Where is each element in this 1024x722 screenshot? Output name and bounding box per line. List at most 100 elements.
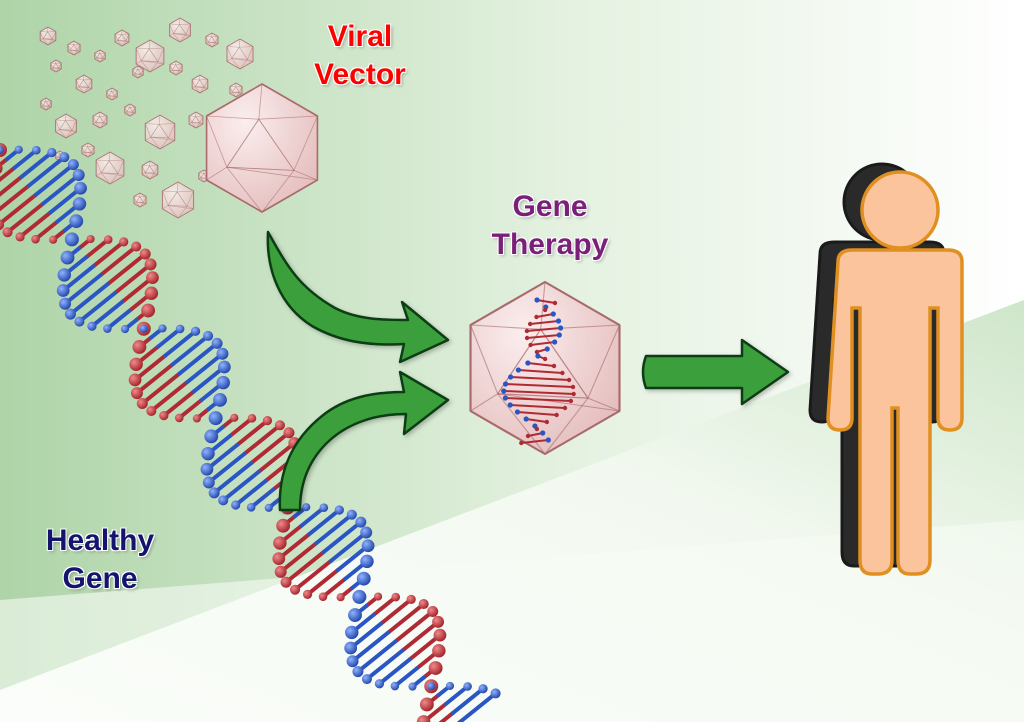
dna-node-blue [60,250,75,265]
small-capsid-icon [191,74,209,94]
dna-rung-red [0,183,31,212]
small-capsid-edge [125,33,130,41]
small-capsid-edge [159,137,169,150]
inner-dna-node [519,440,524,446]
inner-dna-node [552,300,558,306]
small-capsid-icon [40,97,52,111]
inner-dna-rung [530,320,559,325]
small-capsid-edge [65,130,73,139]
dna-node-red [432,615,445,628]
dna-node-blue [390,681,400,691]
inner-dna-node [545,437,551,443]
small-capsid-edge [168,205,194,210]
dna-node-blue [264,503,273,512]
small-capsid-edge [148,39,151,49]
dna-rung-blue [26,155,67,188]
small-capsid-edge [191,122,197,129]
inner-dna-node [544,419,550,425]
small-capsid-edge [71,119,77,131]
small-capsid-edge [232,91,243,94]
dna-rung-red [149,380,189,413]
small-capsid-edge [169,33,174,37]
small-capsid-icon [205,32,219,48]
therapy-capsid-edge [470,324,499,394]
small-capsid-edge [73,50,78,56]
inner-dna-helix-icon [501,297,576,446]
inner-dna-node [514,409,521,415]
small-capsid-edge [108,95,113,101]
small-capsid-edge [141,60,164,65]
dna-node-red [119,237,129,247]
dna-rung-red [105,251,148,287]
small-capsid-icon [94,49,106,63]
inner-dna-rung [517,411,557,416]
dna-node-red [419,697,434,712]
small-capsid-edge [159,123,175,125]
therapy-capsid-edge [497,393,620,412]
dna-node-red [146,271,159,284]
viral-capsid-edge [258,115,318,120]
dna-rung-blue [192,364,227,394]
small-capsid-edge [169,69,173,72]
inner-dna-node [540,430,546,436]
dna-rung-red [133,353,168,382]
dna-rung-red [305,568,340,597]
dna-node-blue [0,146,4,154]
dna-rung-red [321,577,347,599]
inner-dna-rung [510,376,570,381]
dna-node-blue [408,682,417,691]
small-capsid-edge [231,91,237,98]
small-capsid-edge [134,73,139,79]
dna-node-red [433,628,447,642]
inner-dna-node [555,318,562,324]
dna-rung-red [18,210,53,239]
small-capsid-edge [135,201,141,208]
small-capsid-edge [173,33,181,43]
dna-node-red [141,303,156,318]
small-capsid-edge [43,38,56,41]
inner-dna-node [524,335,530,341]
inner-dna-rung [505,383,574,388]
inner-dna-node [534,297,540,303]
viral-capsid-edge [206,115,259,120]
dna-rung-blue [163,329,198,358]
small-capsid-facet [231,46,249,60]
dna-node-blue [352,666,364,678]
dna-rung-red [0,192,38,227]
small-capsid-icon [188,111,204,129]
dna-node-red [276,518,291,533]
dna-rung-blue [392,666,419,689]
dna-node-blue [74,316,85,327]
small-capsid-icon [81,142,95,158]
viral-vector-label-line1: Viral [327,20,393,53]
gene-therapy-label-line2: Therapy [491,228,609,261]
inner-dna-node [551,363,557,369]
dna-node-blue [478,684,488,694]
small-capsid-edge [42,105,47,111]
dna-rung-red [120,275,155,304]
small-capsid-edge [52,31,57,40]
small-capsid-icon [161,181,195,219]
small-capsid-edge [42,38,49,46]
inner-dna-rung [521,439,549,444]
dna-node-blue [120,325,130,334]
dna-node-red [302,589,313,600]
small-capsid-edge [109,173,119,185]
small-capsid-edge [84,151,95,154]
virus-particle-cloud [39,17,254,219]
small-capsid-edge [177,206,188,219]
small-capsid-edge [50,62,53,68]
dna-node-red [280,576,292,588]
small-capsid-edge [65,113,67,121]
small-capsid-edge [95,122,107,125]
small-capsid-icon [114,29,130,47]
inner-dna-node [554,412,559,418]
dna-node-red [432,643,446,658]
small-capsid-edge [179,17,181,25]
dna-rung-red [33,219,60,242]
inner-dna-node [523,416,529,422]
dna-rung-red [0,156,10,168]
small-capsid-facet [100,160,119,174]
small-capsid-edge [81,146,85,153]
inner-dna-rung [525,418,547,423]
